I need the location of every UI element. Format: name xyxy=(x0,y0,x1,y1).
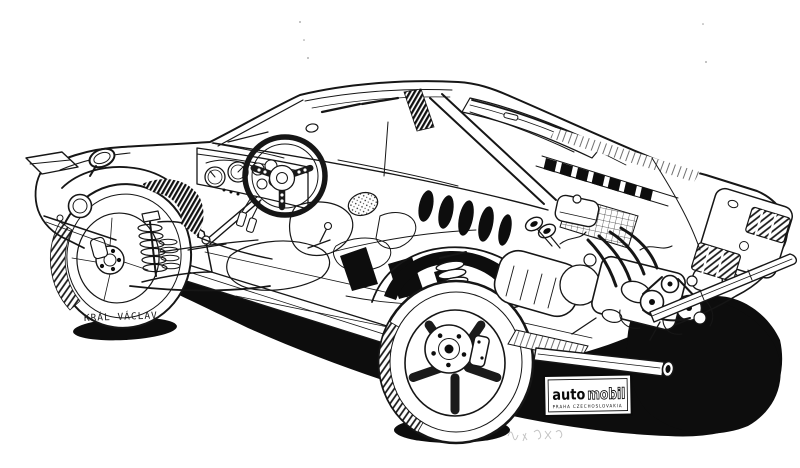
artist-signature: KRÁL VÁCLAV xyxy=(84,309,158,324)
paper-specks xyxy=(299,21,707,63)
logo-word-solid: auto xyxy=(552,385,585,404)
logo-subtitle: PRAHA CZECHOSLOVAKIA xyxy=(552,403,622,410)
racing-mirror-icon xyxy=(88,147,116,177)
taillight-right xyxy=(691,242,741,282)
rear-wheel xyxy=(377,279,535,445)
taillight-left xyxy=(745,206,791,244)
engine-deck-vents xyxy=(535,128,700,207)
engine xyxy=(493,194,741,341)
logo-word-outline: mobil xyxy=(587,385,625,404)
body-outline xyxy=(25,80,789,327)
rear-bumper xyxy=(649,253,798,323)
disc-brake xyxy=(424,324,490,374)
exhaust-pipe xyxy=(507,329,675,378)
pencil-note xyxy=(507,429,563,442)
exhaust-headers xyxy=(586,226,659,288)
tail-panel xyxy=(649,157,798,323)
front-suspension xyxy=(89,195,271,292)
publisher-logo: auto mobil PRAHA CZECHOSLOVAKIA xyxy=(542,373,633,418)
steering-wheel xyxy=(242,134,328,218)
intake-trumpets xyxy=(524,216,561,249)
oil-tank xyxy=(554,194,600,228)
